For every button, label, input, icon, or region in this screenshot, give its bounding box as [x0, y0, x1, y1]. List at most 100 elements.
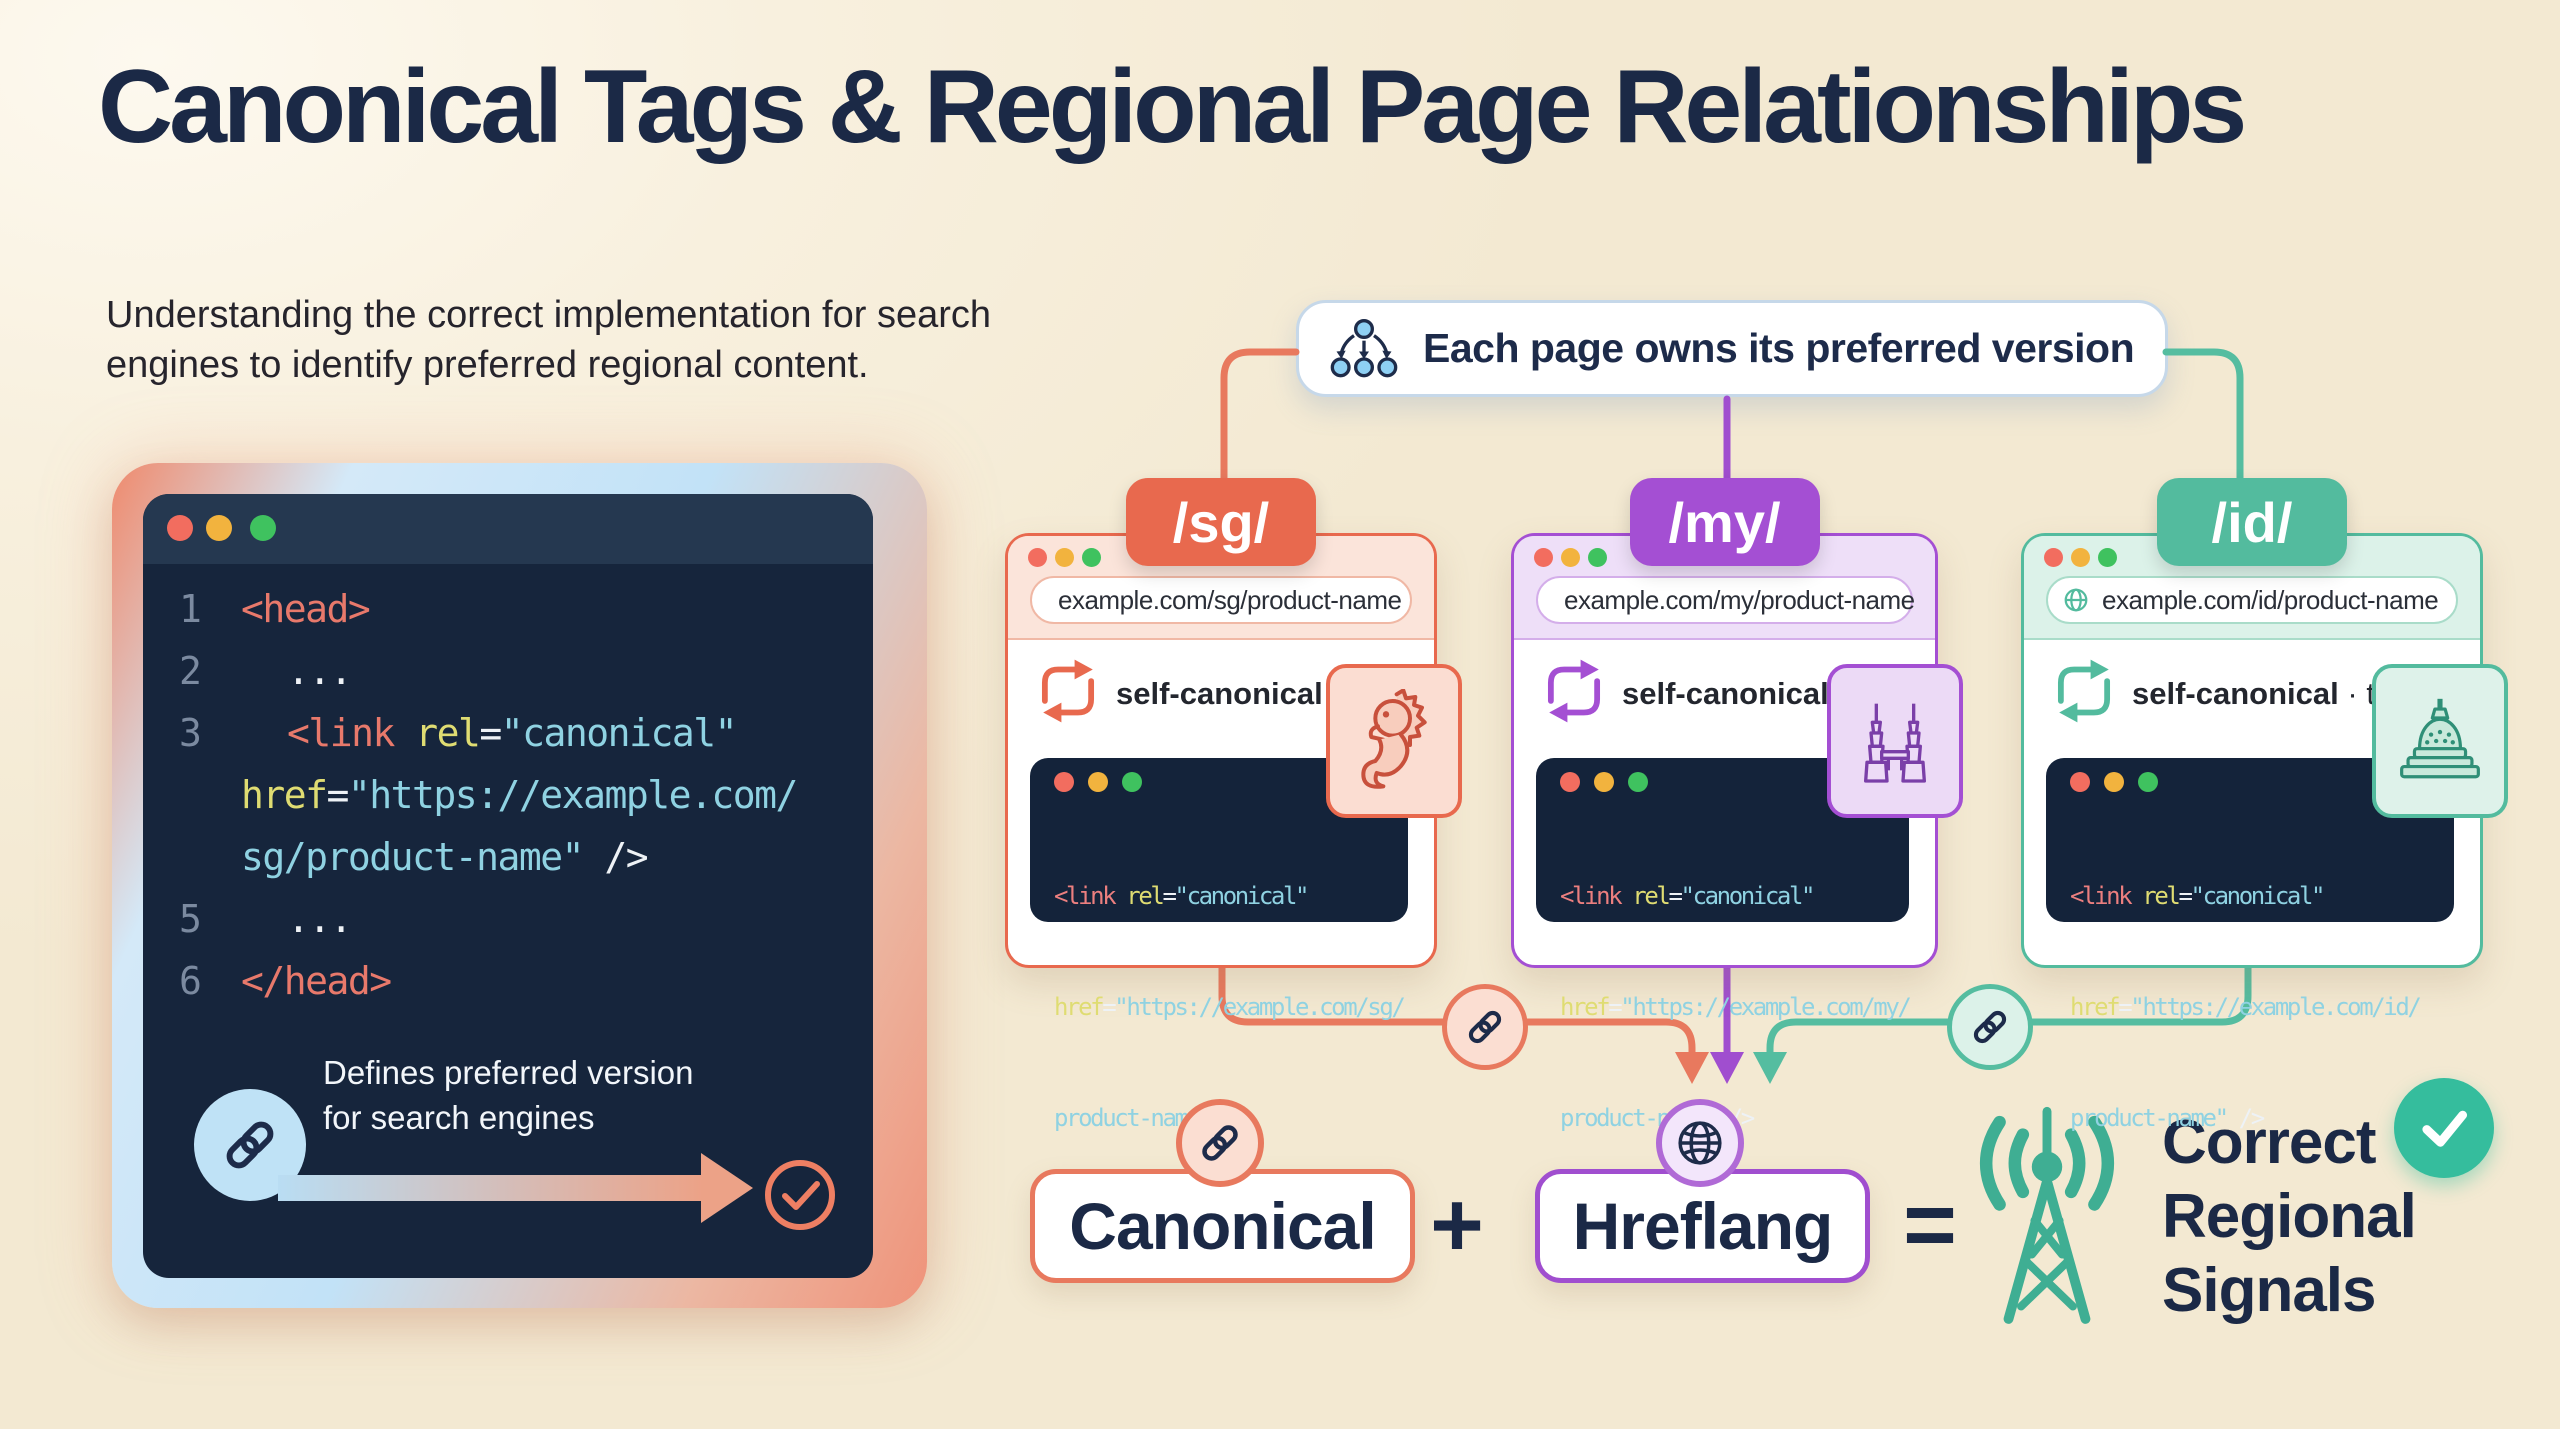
browser-card-sg: /sg/ example.com/sg/product-name self-ca… — [1005, 478, 1462, 1132]
code-line: 2 ... — [179, 649, 353, 693]
traffic-light-red-icon — [1534, 548, 1553, 567]
chain-link-icon — [1973, 1010, 2007, 1044]
line-number: 5 — [179, 897, 202, 941]
note-line-1: Defines preferred version — [323, 1054, 694, 1091]
line-number: 2 — [179, 649, 202, 693]
self-canonical-loop-icon — [1041, 659, 1095, 723]
code-editor-panel: 1 <head> 2 ... 3 <link rel="canonical" h… — [143, 494, 873, 1278]
traffic-light-green-icon — [1628, 772, 1648, 792]
petronas-towers-icon — [1864, 703, 1926, 783]
plus-operator: + — [1430, 1174, 1484, 1276]
browser-card-my: /my/ example.com/my/product-name self-ca… — [1511, 478, 1963, 1132]
canonical-link-badge — [1176, 1099, 1264, 1187]
globe-icon — [2064, 588, 2088, 612]
code-editor-window: 1 <head> 2 ... 3 <link rel="canonical" h… — [112, 463, 927, 1308]
page-title: Canonical Tags & Regional Page Relations… — [98, 49, 2247, 165]
traffic-light-green-icon — [1588, 548, 1607, 567]
editor-titlebar — [143, 494, 873, 564]
traffic-light-yellow-icon — [1088, 772, 1108, 792]
globe-icon — [1678, 1121, 1722, 1165]
chain-link-icon — [226, 1121, 274, 1169]
coral-top-connector — [1220, 348, 1300, 490]
url-text: example.com/my/product-name — [1564, 584, 1915, 615]
code-line: 5 ... — [179, 897, 353, 941]
tab-sg: /sg/ — [1126, 478, 1316, 566]
hreflang-globe-badge — [1656, 1099, 1744, 1187]
snippet-code: <link rel="canonical" href="https://exam… — [1560, 882, 1912, 1132]
traffic-light-green-icon — [1082, 548, 1101, 567]
subtitle-line-2: engines to identify preferred regional c… — [106, 344, 869, 386]
traffic-light-red-icon — [1054, 772, 1074, 792]
result-label: Correct Regional Signals — [2162, 1106, 2417, 1328]
code-line-wrap: href="https://example.com/ — [241, 773, 798, 817]
traffic-light-yellow-icon — [1055, 548, 1074, 567]
tab-my: /my/ — [1629, 478, 1820, 566]
arrowhead-icon — [701, 1153, 753, 1223]
equals-operator: = — [1903, 1174, 1957, 1276]
callout-each-page-owns-version: Each page owns its preferred version — [1296, 300, 2168, 397]
self-canonical-loop-icon — [2057, 659, 2111, 723]
teal-link-badge — [1947, 984, 2033, 1070]
browser-header: example.com/sg/product-name — [1008, 536, 1434, 640]
purple-arrowhead-icon — [1710, 1052, 1744, 1084]
canonical-label: Canonical — [1069, 1189, 1376, 1263]
hreflang-label: Hreflang — [1572, 1189, 1834, 1263]
merlion-icon — [1361, 689, 1427, 789]
traffic-light-yellow-icon — [206, 515, 232, 541]
self-canonical-loop-icon — [1547, 659, 1601, 723]
coral-arrowhead-icon — [1675, 1052, 1709, 1084]
url-bar: example.com/my/product-name — [1536, 576, 1915, 624]
traffic-light-red-icon — [167, 515, 193, 541]
traffic-light-red-icon — [2044, 548, 2063, 567]
callout-text: Each page owns its preferred version — [1423, 325, 2135, 371]
traffic-light-green-icon — [250, 515, 276, 541]
url-bar: example.com/id/product-name — [2046, 576, 2458, 624]
url-bar: example.com/sg/product-name — [1030, 576, 1412, 624]
snippet-code: <link rel="canonical" href="https://exam… — [2070, 882, 2422, 1132]
page-subtitle: Understanding the correct implementation… — [106, 290, 991, 390]
arrow-icon — [278, 1175, 703, 1201]
code-line: 6 </head> — [179, 959, 392, 1003]
browser-card-id: /id/ example.com/id/product-name self-ca… — [2021, 478, 2508, 1132]
chain-link-icon — [1468, 1010, 1502, 1044]
code-line: 1 <head> — [179, 587, 371, 631]
teal-arrowhead-icon — [1753, 1052, 1787, 1084]
traffic-light-yellow-icon — [1594, 772, 1614, 792]
hierarchy-icon — [1330, 318, 1398, 377]
traffic-light-green-icon — [2138, 772, 2158, 792]
traffic-light-green-icon — [1122, 772, 1142, 792]
coral-link-badge — [1442, 984, 1528, 1070]
line-number: 1 — [179, 587, 202, 631]
success-check-icon — [2394, 1078, 2494, 1178]
landmark-badge — [1827, 664, 1963, 818]
traffic-light-red-icon — [1560, 772, 1580, 792]
traffic-light-yellow-icon — [2071, 548, 2090, 567]
traffic-light-yellow-icon — [2104, 772, 2124, 792]
radio-tower-icon — [1979, 1106, 2115, 1324]
borobudur-stupa-icon — [2400, 698, 2480, 779]
canonical-box: Canonical — [1030, 1169, 1415, 1283]
browser-header: example.com/my/product-name — [1514, 536, 1935, 640]
teal-top-connector — [2162, 348, 2244, 490]
landmark-badge — [1326, 664, 1462, 818]
traffic-light-red-icon — [2070, 772, 2090, 792]
subtitle-line-1: Understanding the correct implementation… — [106, 294, 992, 336]
line-number: 6 — [179, 959, 202, 1003]
code-area: 1 <head> 2 ... 3 <link rel="canonical" h… — [179, 578, 853, 1012]
code-line: 3 <link rel="canonical" — [179, 711, 737, 755]
editor-note: Defines preferred version for search eng… — [323, 1050, 694, 1140]
result-line-2: Regional — [2162, 1182, 2417, 1251]
line-number: 3 — [179, 711, 202, 755]
traffic-light-yellow-icon — [1561, 548, 1580, 567]
traffic-light-green-icon — [2098, 548, 2117, 567]
result-line-1: Correct — [2162, 1108, 2377, 1177]
url-text: example.com/id/product-name — [2102, 584, 2439, 615]
chain-link-icon — [1202, 1125, 1238, 1161]
code-line-wrap: sg/product-name" /> — [241, 835, 649, 879]
landmark-badge — [2372, 664, 2508, 818]
result-line-3: Signals — [2162, 1256, 2377, 1325]
traffic-light-red-icon — [1028, 548, 1047, 567]
check-circle-icon — [761, 1156, 839, 1239]
note-line-2: for search engines — [323, 1099, 595, 1136]
